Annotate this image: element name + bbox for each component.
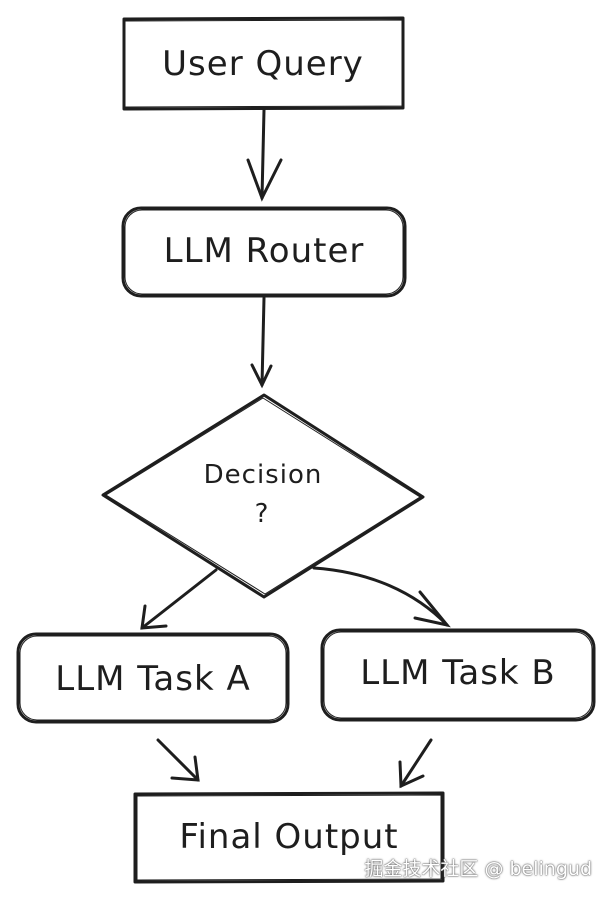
- arrow-query-to-router: [246, 108, 283, 202]
- user-query-label: User Query: [162, 44, 364, 84]
- llm-task-b-node: LLM Task B: [320, 628, 596, 722]
- decision-node: Decision ?: [101, 393, 425, 599]
- llm-router-node: LLM Router: [121, 206, 407, 298]
- decision-label: Decision: [204, 460, 323, 490]
- arrow-task-a-to-final: [156, 738, 200, 782]
- final-output-node: Final Output: [133, 791, 445, 884]
- final-output-label: Final Output: [179, 817, 398, 857]
- arrow-decision-to-task-b: [312, 566, 451, 628]
- decision-question-mark: ?: [255, 499, 270, 529]
- watermark: 掘金技术社区 @ belingud: [364, 858, 592, 880]
- llm-router-label: LLM Router: [164, 231, 365, 271]
- llm-task-a-node: LLM Task A: [16, 632, 290, 724]
- llm-task-b-label: LLM Task B: [360, 653, 556, 693]
- arrow-task-b-to-final: [398, 738, 433, 789]
- arrow-decision-to-task-a: [140, 568, 218, 630]
- llm-task-a-label: LLM Task A: [55, 659, 250, 699]
- arrow-router-to-decision: [250, 296, 273, 389]
- user-query-node: User Query: [122, 16, 405, 111]
